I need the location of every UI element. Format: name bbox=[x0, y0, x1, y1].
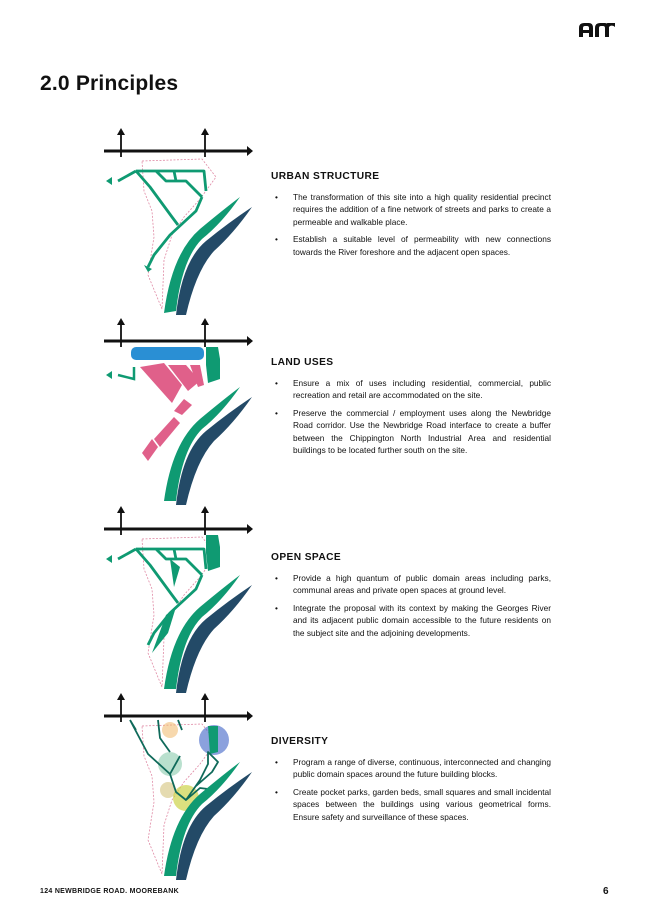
ae-logo-icon bbox=[579, 23, 615, 37]
bullet-list: Program a range of diverse, continuous, … bbox=[271, 756, 551, 823]
section-diversity: DIVERSITY Program a range of diverse, co… bbox=[271, 736, 551, 828]
footer-project-name: 124 NEWBRIDGE ROAD. MOOREBANK bbox=[40, 888, 179, 895]
bullet-item: Program a range of diverse, continuous, … bbox=[271, 756, 551, 781]
open-space-diagram bbox=[104, 506, 253, 693]
diversity-diagram bbox=[104, 693, 253, 880]
bullet-list: Provide a high quantum of public domain … bbox=[271, 572, 551, 639]
land-uses-diagram bbox=[104, 318, 253, 505]
section-heading: LAND USES bbox=[271, 357, 334, 368]
section-heading: DIVERSITY bbox=[271, 736, 329, 747]
section-heading: OPEN SPACE bbox=[271, 552, 342, 563]
urban-structure-diagram bbox=[104, 128, 253, 315]
section-open-space: OPEN SPACE Provide a high quantum of pub… bbox=[271, 552, 551, 644]
bullet-item: The transformation of this site into a h… bbox=[271, 191, 551, 228]
bullet-item: Preserve the commercial / employment use… bbox=[271, 407, 551, 457]
bullet-item: Provide a high quantum of public domain … bbox=[271, 572, 551, 597]
bullet-item: Create pocket parks, garden beds, small … bbox=[271, 786, 551, 823]
bullet-item: Integrate the proposal with its context … bbox=[271, 602, 551, 639]
section-heading: URBAN STRUCTURE bbox=[271, 171, 380, 182]
bullet-item: Ensure a mix of uses including residenti… bbox=[271, 377, 551, 402]
bullet-item: Establish a suitable level of permeabili… bbox=[271, 233, 551, 258]
section-urban-structure: URBAN STRUCTURE The transformation of th… bbox=[271, 171, 551, 263]
section-land-uses: LAND USES Ensure a mix of uses including… bbox=[271, 357, 551, 461]
bullet-list: Ensure a mix of uses including residenti… bbox=[271, 377, 551, 456]
page-number: 6 bbox=[603, 886, 609, 897]
bullet-list: The transformation of this site into a h… bbox=[271, 191, 551, 258]
page-title: 2.0 Principles bbox=[40, 72, 179, 95]
